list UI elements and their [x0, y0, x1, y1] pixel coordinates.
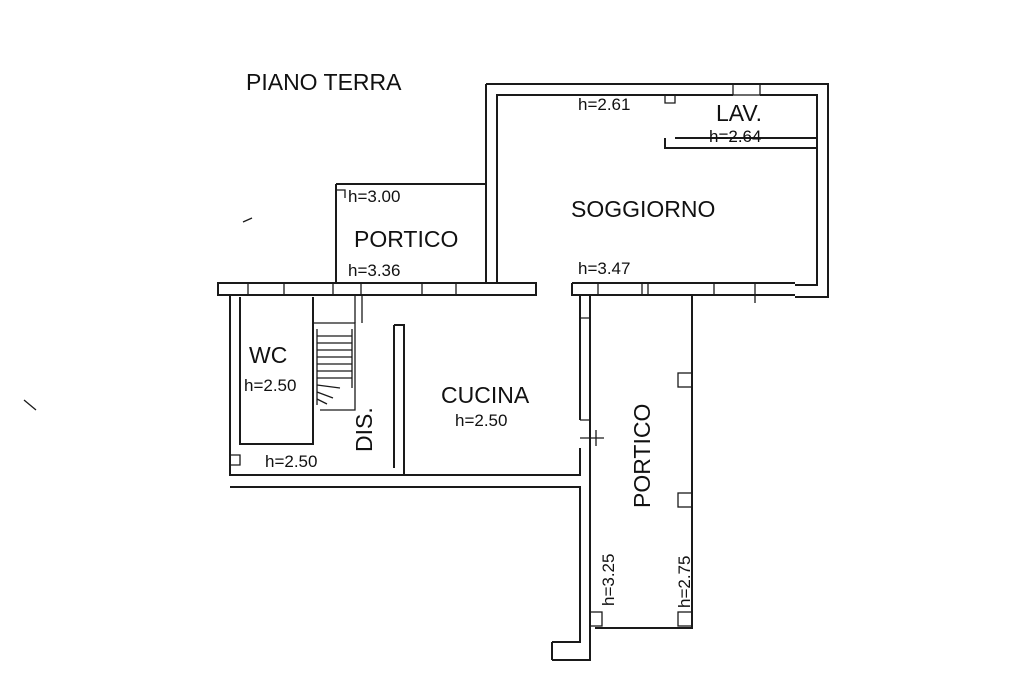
stray-mark-2	[23, 399, 37, 411]
portico-column-2	[677, 492, 693, 508]
lav-partition	[664, 137, 817, 149]
portico-column-1	[677, 372, 693, 388]
portico-top-height-top: h=3.00	[348, 187, 400, 206]
main-wall-right	[571, 282, 795, 296]
dis-label: DIS.	[351, 407, 377, 452]
lower-wall-inner	[552, 295, 591, 661]
soggiorno-inner-wall	[496, 94, 818, 286]
cucina-bottom-wall	[404, 448, 591, 476]
lav-column	[664, 95, 676, 104]
cucina-window	[580, 317, 590, 421]
stray-mark-1	[242, 217, 253, 223]
wc-label: WC	[249, 342, 287, 368]
stair-top-edge	[354, 295, 363, 323]
window-4	[597, 282, 643, 296]
window-3	[421, 282, 457, 296]
dis-height: h=2.50	[265, 452, 317, 471]
portico-column-4	[589, 611, 603, 627]
dis-partition	[393, 324, 405, 475]
portico-side-right-wall	[595, 295, 693, 629]
wc-height: h=2.50	[244, 376, 296, 395]
stair-steps	[316, 335, 352, 405]
portico-side-label: PORTICO	[629, 404, 655, 508]
cucina-right-wall	[579, 295, 591, 420]
soggiorno-window	[732, 83, 761, 96]
cucina-height: h=2.50	[455, 411, 507, 430]
portico-top-label: PORTICO	[354, 226, 458, 252]
wc-column	[230, 454, 241, 466]
soggiorno-height-bottom: h=3.47	[578, 259, 630, 278]
cucina-label: CUCINA	[441, 382, 530, 408]
portico-column	[336, 189, 346, 198]
door-mark-2	[580, 430, 604, 446]
plan-title: PIANO TERRA	[246, 69, 402, 95]
walls	[217, 83, 829, 661]
soggiorno-label: SOGGIORNO	[571, 196, 715, 222]
lav-label: LAV.	[716, 100, 762, 126]
lower-wall-outer	[230, 486, 581, 643]
window-2	[332, 282, 362, 296]
staircase	[313, 295, 363, 411]
wc-outer-wall	[229, 295, 404, 476]
portico-side-height-right: h=2.75	[675, 556, 694, 608]
portico-side-height-left: h=3.25	[599, 554, 618, 606]
stair-outline	[313, 322, 356, 411]
wc-inner-wall	[239, 297, 314, 445]
soggiorno-outer-wall	[486, 83, 829, 298]
portico-top-height-bottom: h=3.36	[348, 261, 400, 280]
lav-height: h=2.64	[709, 127, 761, 146]
soggiorno-height-top: h=2.61	[578, 95, 630, 114]
main-wall-left	[217, 282, 537, 296]
window-1	[247, 282, 285, 296]
window-5	[647, 282, 715, 296]
portico-column-3	[677, 611, 693, 627]
